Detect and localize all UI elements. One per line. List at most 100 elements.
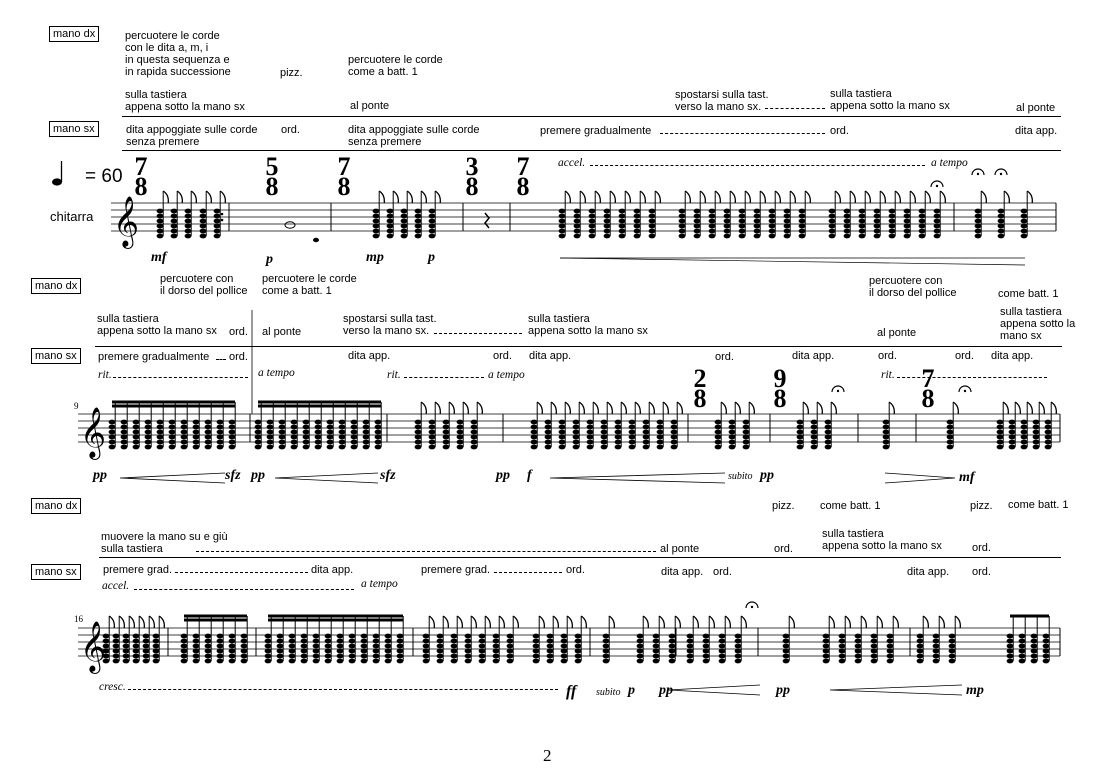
notehead (1006, 633, 1014, 639)
notehead (648, 223, 656, 229)
notehead (152, 643, 160, 649)
dx-instruction: ord. (774, 543, 793, 555)
notehead (798, 208, 806, 214)
notehead (396, 658, 404, 664)
notehead (108, 439, 116, 445)
notehead (933, 223, 941, 229)
notehead (108, 429, 116, 435)
notehead (374, 439, 382, 445)
notehead (574, 633, 582, 639)
notehead (558, 429, 566, 435)
notehead (1008, 439, 1016, 445)
notehead (558, 434, 566, 440)
notehead (400, 208, 408, 214)
time-signature-numerator: 5 (265, 152, 279, 181)
notehead (648, 228, 656, 234)
notehead (436, 653, 444, 659)
notehead (228, 643, 236, 649)
note-flag (924, 190, 931, 204)
note-flag (138, 615, 145, 629)
notehead (1006, 638, 1014, 644)
sx-instruction: dita appoggiate sulle corde senza premer… (126, 124, 258, 148)
notehead (204, 658, 212, 664)
notehead (828, 228, 836, 234)
notehead (216, 648, 224, 654)
notehead (276, 658, 284, 664)
note-flag (456, 615, 463, 629)
notehead (336, 658, 344, 664)
notehead (506, 638, 514, 644)
notehead (870, 658, 878, 664)
notehead (192, 653, 200, 659)
notehead (204, 439, 212, 445)
notehead (916, 643, 924, 649)
sx-instruction: ord. (229, 351, 248, 363)
notehead (702, 658, 710, 664)
notehead (144, 444, 152, 450)
notehead (636, 638, 644, 644)
notehead (362, 434, 370, 440)
note-flag (609, 190, 616, 204)
notehead (1032, 424, 1040, 430)
notehead (903, 218, 911, 224)
notehead (838, 638, 846, 644)
notehead (1018, 648, 1026, 654)
notehead (213, 223, 221, 229)
notehead (168, 424, 176, 430)
notehead (266, 419, 274, 425)
time-signature-denominator: 8 (773, 384, 787, 413)
notehead (648, 208, 656, 214)
mano-dx-box: mano dx (31, 278, 82, 294)
notehead (1006, 653, 1014, 659)
notehead (828, 218, 836, 224)
dynamic-marking: p (266, 252, 273, 267)
notehead (530, 434, 538, 440)
notehead (314, 444, 322, 450)
notehead (742, 444, 750, 450)
time-signature-numerator: 7 (337, 152, 351, 181)
notehead (204, 638, 212, 644)
notehead (228, 633, 236, 639)
note-flag (642, 615, 649, 629)
notehead (1030, 658, 1038, 664)
notehead (614, 429, 622, 435)
notehead (948, 633, 956, 639)
note-flag (699, 190, 706, 204)
notehead (873, 218, 881, 224)
notehead (464, 653, 472, 659)
notehead (558, 218, 566, 224)
notehead (336, 648, 344, 654)
notehead (464, 633, 472, 639)
dx-instruction: sulla tastiera appena sotto la mano sx (97, 313, 217, 337)
notehead (1020, 218, 1028, 224)
notehead (648, 218, 656, 224)
sx-instruction: ord. (972, 566, 991, 578)
notehead (492, 633, 500, 639)
notehead (1032, 434, 1040, 440)
notehead (122, 658, 130, 664)
dx-instruction: sulla tastiera appena sotto la mano sx (528, 313, 648, 337)
notehead (278, 434, 286, 440)
sx-instruction: dita app. (1015, 125, 1058, 137)
note-flag (564, 401, 571, 415)
notehead (184, 228, 192, 234)
notehead (1018, 658, 1026, 664)
note-flag (888, 401, 895, 415)
notehead (152, 653, 160, 659)
notehead (734, 648, 742, 654)
tempo-marking: = 60 (85, 166, 123, 187)
notehead (1020, 208, 1028, 214)
notehead (170, 213, 178, 219)
notehead (120, 424, 128, 430)
notehead (810, 424, 818, 430)
notehead (882, 434, 890, 440)
instrument-name: chitarra (50, 209, 94, 224)
notehead (216, 419, 224, 425)
notehead (290, 439, 298, 445)
sx-instruction: ord. (715, 351, 734, 363)
notehead (734, 658, 742, 664)
notehead (144, 434, 152, 440)
notehead (180, 439, 188, 445)
notehead (1008, 434, 1016, 440)
notehead (276, 638, 284, 644)
